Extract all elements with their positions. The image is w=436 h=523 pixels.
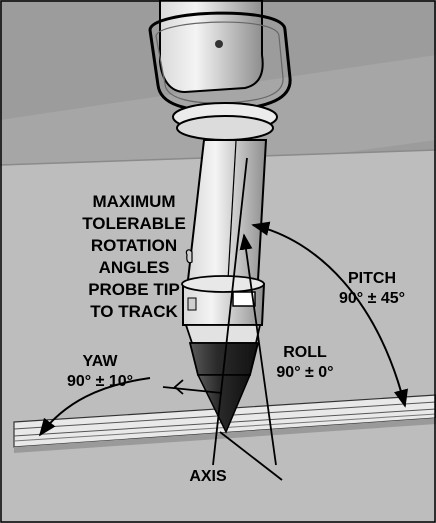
axis-label: AXIS xyxy=(189,468,227,485)
roll-label: ROLL xyxy=(283,344,327,361)
title-line-1: MAXIMUM xyxy=(92,192,175,211)
yaw-value: 90° ± 10° xyxy=(67,373,133,390)
title-line-5: PROBE TIP xyxy=(88,280,180,299)
title-line-2: TOLERABLE xyxy=(82,214,186,233)
title-label: MAXIMUM TOLERABLE ROTATION ANGLES PROBE … xyxy=(82,192,186,321)
title-line-6: TO TRACK xyxy=(90,302,178,321)
roll-value: 90° ± 0° xyxy=(276,364,333,381)
title-line-4: ANGLES xyxy=(99,258,170,277)
yaw-label: YAW xyxy=(83,353,119,370)
pitch-value: 90° ± 45° xyxy=(339,290,405,307)
yaw-arrowhead xyxy=(173,379,184,395)
pitch-arc xyxy=(251,221,408,408)
title-line-3: ROTATION xyxy=(91,236,177,255)
pitch-label: PITCH xyxy=(348,270,396,287)
probe-handle xyxy=(148,0,292,141)
yaw-arc xyxy=(38,377,151,437)
